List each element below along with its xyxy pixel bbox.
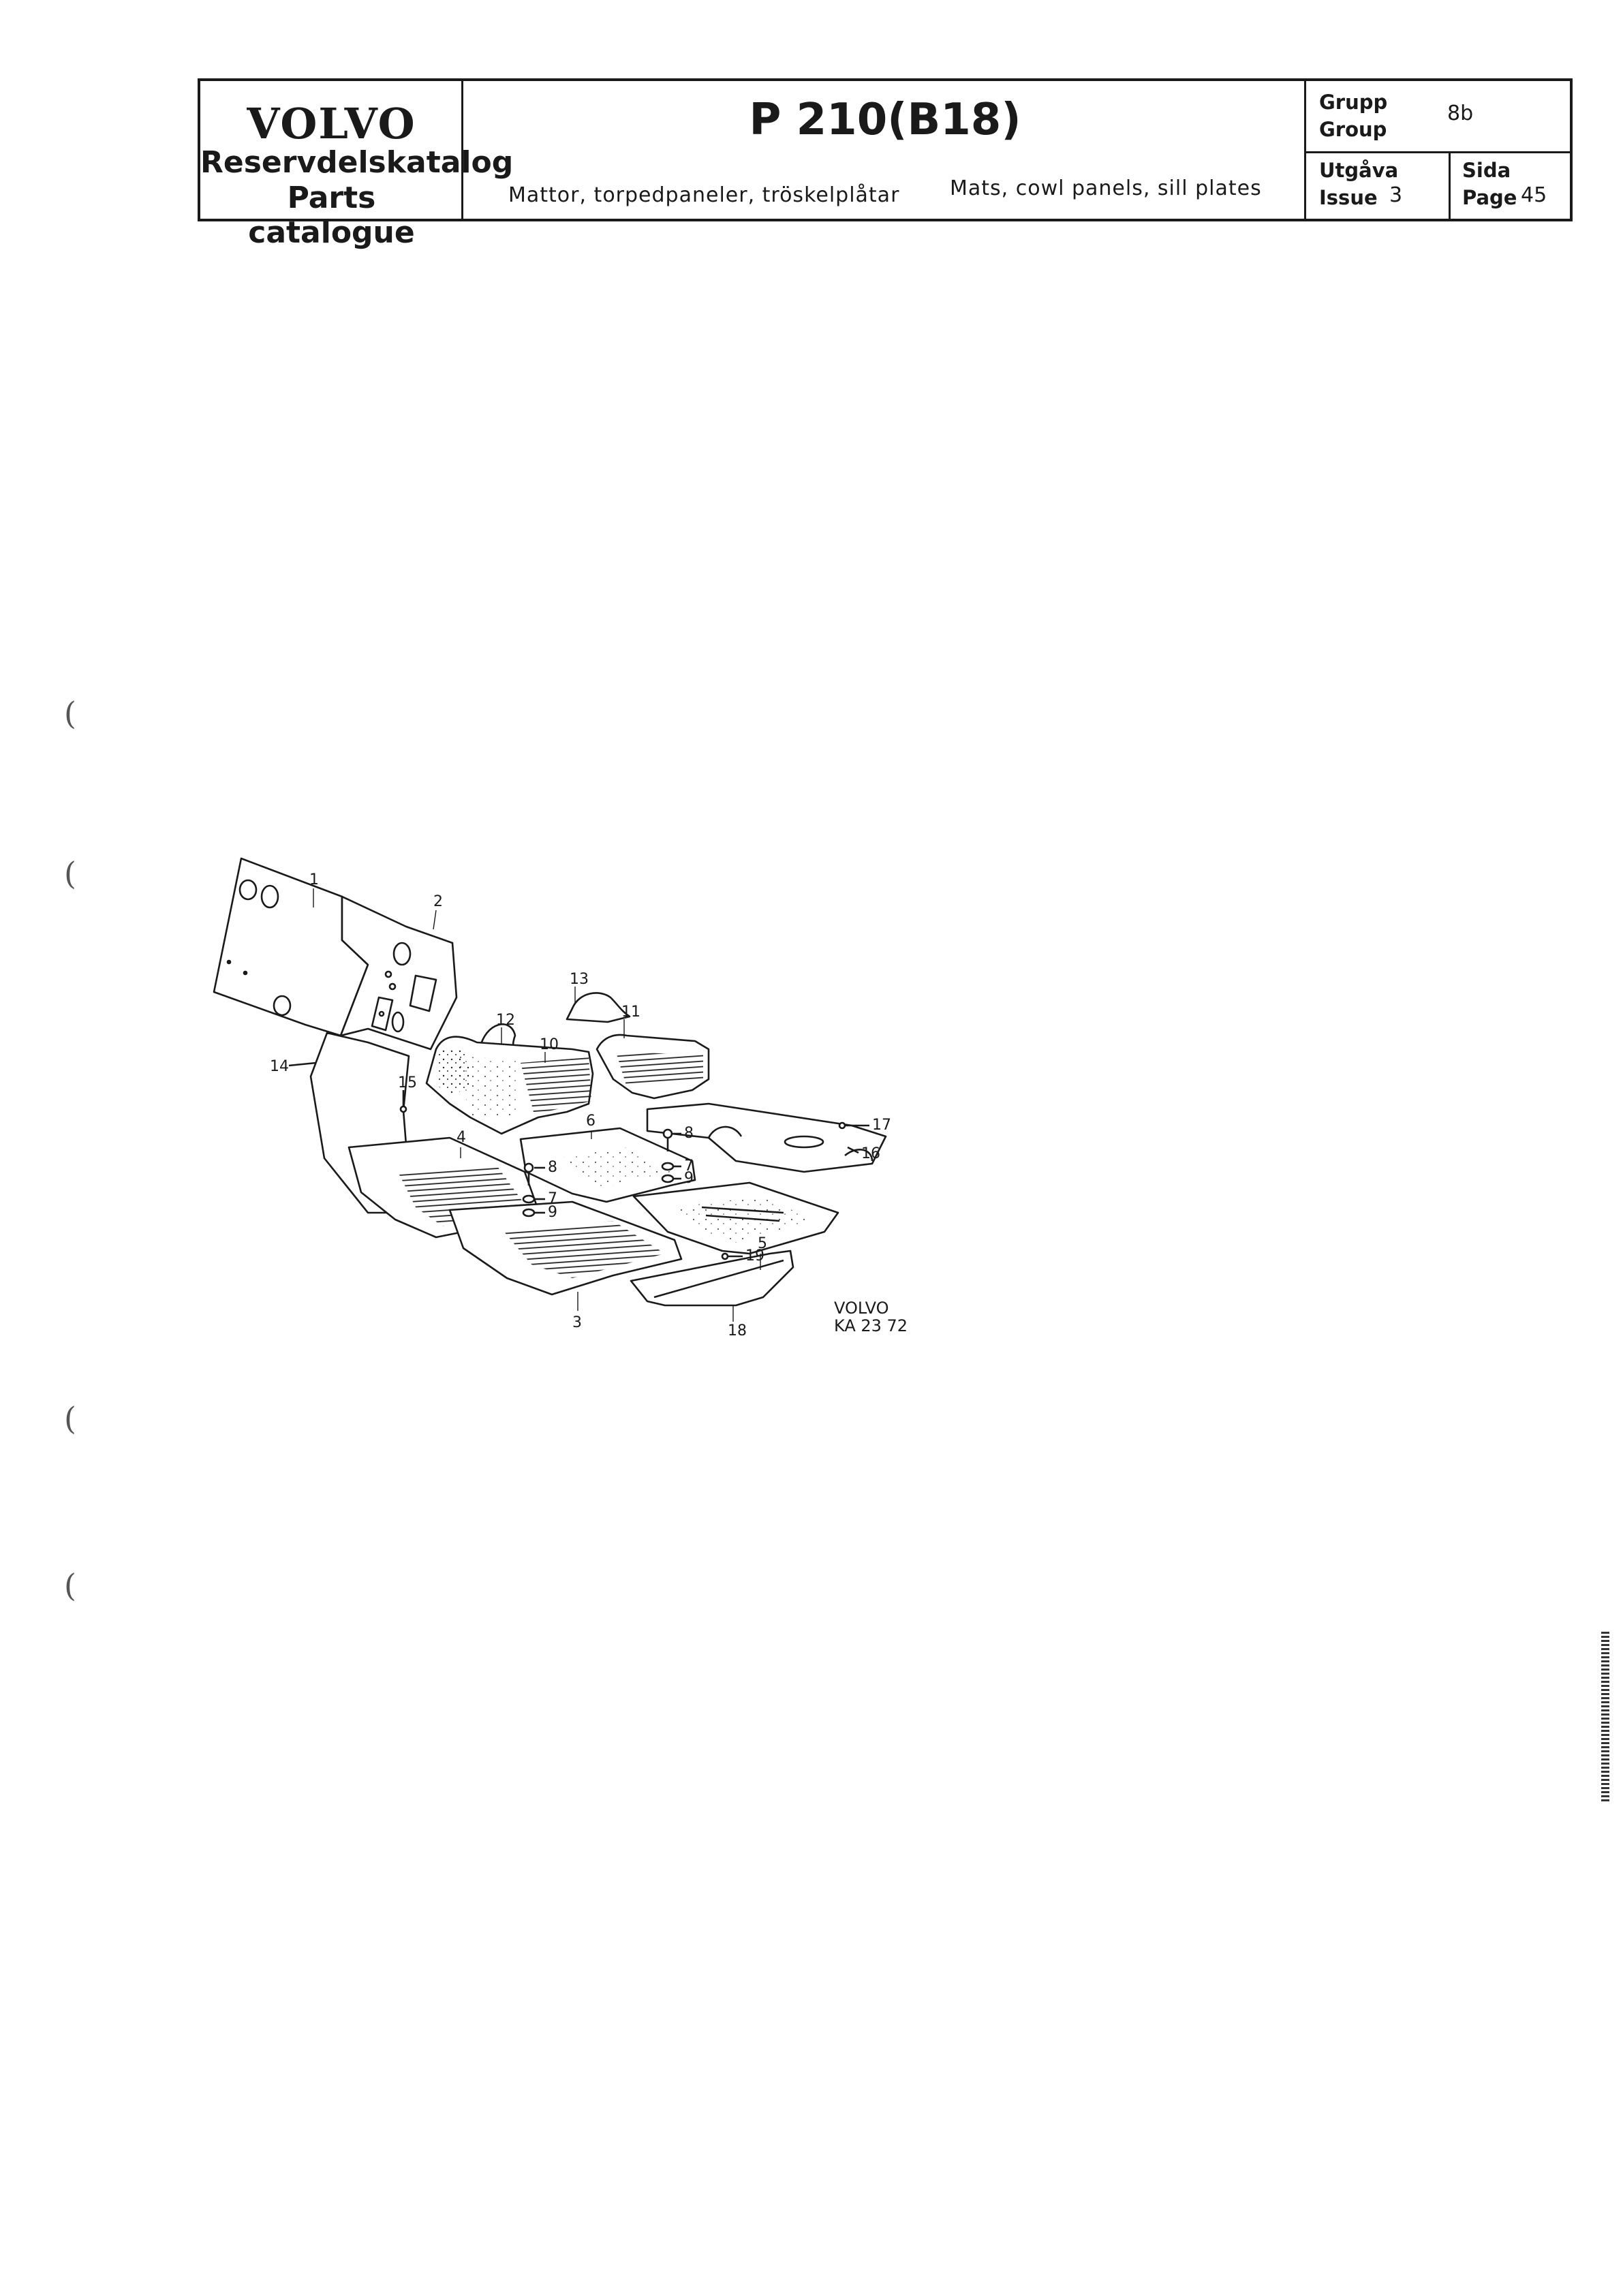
- callout-11: 11: [621, 1004, 640, 1021]
- leader-lines: [313, 888, 761, 1322]
- part-3-front-right-floor-mat: [448, 1200, 683, 1296]
- callout-19: 19: [745, 1247, 764, 1265]
- callout-4: 4: [457, 1129, 466, 1146]
- callout-8: 8: [548, 1159, 557, 1176]
- callout-12: 12: [496, 1012, 515, 1029]
- issue-label-sv: Utgåva: [1319, 159, 1399, 182]
- header-divider: [1304, 81, 1306, 219]
- callout-14: 14: [270, 1058, 289, 1075]
- section-description-en: Mats, cowl panels, sill plates: [950, 176, 1262, 200]
- exploded-parts-drawing: 1 2 3 4 5 6 7 8 9 10 11 12 13 14 15 16 1…: [213, 857, 908, 1339]
- callout-6: 6: [586, 1113, 596, 1130]
- margin-mark: (: [64, 695, 76, 732]
- callout-18: 18: [728, 1322, 747, 1339]
- part-17-clip: [838, 1121, 869, 1154]
- header-divider: [1449, 153, 1451, 219]
- page-label-en: Page: [1462, 186, 1517, 209]
- model-title: P 210(B18): [749, 95, 1021, 145]
- drawing-ref-brand: VOLVO: [834, 1299, 889, 1318]
- part-6-center-floor-mat: [519, 1127, 696, 1203]
- part-19-sill-screw: [721, 1252, 743, 1260]
- catalog-title-sv: Reservdelskatalog: [200, 145, 514, 180]
- callout-7: 7: [548, 1190, 557, 1207]
- part-18-sill-plate: [630, 1250, 794, 1307]
- issue-label-en: Issue: [1319, 186, 1378, 209]
- group-label-sv: Grupp: [1319, 91, 1388, 114]
- drawing-ref-code: KA 23 72: [834, 1316, 908, 1335]
- part-2-cowl-panel-right: [339, 895, 458, 1051]
- callout-10: 10: [540, 1036, 559, 1053]
- callout-5: 5: [758, 1235, 767, 1252]
- callout-1: 1: [309, 871, 319, 888]
- group-label-en: Group: [1319, 118, 1387, 141]
- catalog-title-en: Parts catalogue: [248, 181, 415, 250]
- part-13-cap: [566, 992, 631, 1023]
- callout-16: 16: [861, 1145, 880, 1162]
- header-block: VOLVO Reservdelskatalog Parts catalogue …: [198, 78, 1573, 250]
- fastener-group-right: [661, 1128, 681, 1183]
- callout-numbers: 1 2 3 4 5 6 7 8 9 10 11 12 13 14 15 16 1…: [270, 871, 891, 1339]
- section-description-sv: Mattor, torpedpaneler, tröskelplåtar: [508, 183, 900, 207]
- page-label-sv: Sida: [1462, 159, 1511, 182]
- header-divider: [461, 81, 463, 219]
- group-value: 8b: [1447, 102, 1474, 125]
- margin-mark: (: [64, 855, 76, 892]
- margin-mark: (: [64, 1400, 76, 1437]
- callout-13: 13: [570, 971, 589, 988]
- scan-edge-strip: [1601, 1632, 1609, 1802]
- issue-value: 3: [1389, 183, 1403, 207]
- header-divider: [1304, 151, 1570, 153]
- margin-mark: (: [64, 1567, 76, 1604]
- callout-9: 9: [684, 1170, 694, 1187]
- callout-9: 9: [548, 1204, 557, 1221]
- volvo-logo: VOLVO: [247, 99, 416, 149]
- callout-8: 8: [684, 1125, 694, 1142]
- callout-2: 2: [433, 893, 443, 910]
- part-11-tunnel-mat-rear: [596, 1034, 710, 1100]
- callout-17: 17: [872, 1117, 891, 1134]
- fastener-group-left: [522, 1162, 545, 1217]
- callout-7: 7: [684, 1158, 694, 1175]
- part-5-rear-floor-mat: [632, 1181, 839, 1255]
- part-15-screw: [399, 1090, 407, 1113]
- page-value: 45: [1521, 183, 1547, 207]
- part-10-tunnel-mat-front: [425, 1036, 594, 1135]
- part-1-cowl-panel-left: [213, 857, 369, 1037]
- callout-3: 3: [572, 1314, 582, 1331]
- callout-15: 15: [398, 1074, 417, 1091]
